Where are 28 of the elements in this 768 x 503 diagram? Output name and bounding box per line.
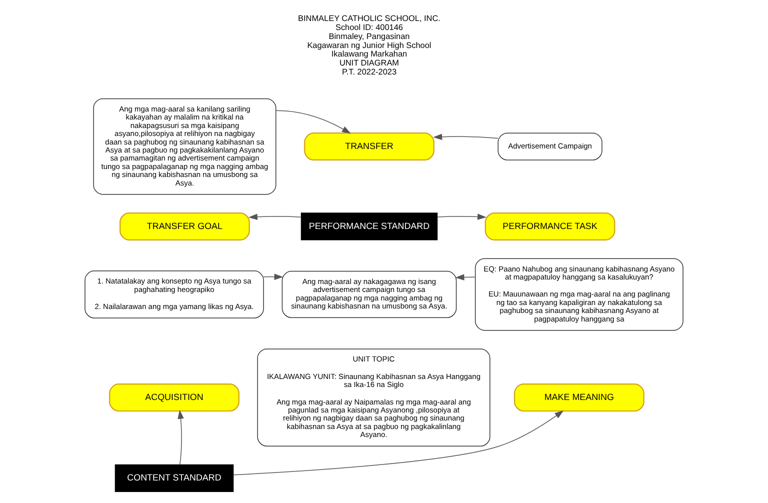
- label: Kagawaran ng Junior High School: [307, 40, 432, 50]
- arrow: [263, 274, 284, 280]
- node-box: PERFORMANCE TASK: [484, 212, 616, 240]
- arrow: [233, 410, 564, 476]
- label: BINMALEY CATHOLIC SCHOOL, INC.: [298, 14, 440, 23]
- arrow: [178, 410, 184, 465]
- node-box: 1. Natatalakay ang konsepto ng Asya tungo sa paghahating heograpiko 2. Nailalarawan ang mga yamang likas ng Asya.: [84, 270, 264, 318]
- label: P.T. 2022-2023: [342, 68, 397, 77]
- label: Ikalawang Markahan: [331, 50, 408, 59]
- label: Binmaley, Pangasinan: [328, 32, 410, 41]
- node-box: MAKE MEANING: [514, 384, 644, 412]
- arrow: [276, 110, 351, 134]
- node-box: Ang mga mag-aaral sa kanilang sariling kakayahan ay malalim na kritikal na nakapagsusuri sa mga kaisipang asyano,pilosopiya at relihiyon na nagbigay daan sa paghubog ng sinaunang kabihasnan sa Asya at sa pagbuo ng pagkakakilanlang Asyano sa pamamagitan ng advertisement campaign tungo sa pagpapalaganap ng mga nagging ambag ng sinaunang kabishasnan na umusbong sa Asya.: [93, 98, 276, 195]
- arrow: [437, 214, 486, 220]
- node-box: UNIT TOPIC IKALAWANG YUNIT: Sinaunang Kabihasnan sa Asya Hanggang sa Ika-16 na Siglo Ang mga mag-aaral ay Naipamalas ng mga mag-aaral ang pagunlad sa mga kaisipang Asyanong ,pilosopiya at relihiyon ng nagbigay daan sa paghubog ng sinaunang kabihasnan sa Asya at sa pagbuo ng pagkakalinlang Asyano.: [257, 348, 490, 446]
- node-box: Ang mag-aaral ay nakagagawa ng isang advertisement campaign tungo sa pagpapalaganap ng mga nagging ambag ng sinaunang kabishasnan na umusbong sa Asya.: [282, 270, 457, 318]
- node-box: Advertisement Campaign: [498, 132, 602, 160]
- node-box: TRANSFER GOAL: [120, 212, 250, 240]
- node-box: TRANSFER: [304, 132, 434, 161]
- arrow: [455, 274, 476, 280]
- arrow: [433, 134, 498, 140]
- label: School ID: 400146: [335, 22, 403, 32]
- label: UNIT DIAGRAM: [339, 58, 400, 68]
- node-box: CONTENT STANDARD: [114, 464, 234, 492]
- arrow: [248, 214, 302, 220]
- node-box: PERFORMANCE STANDARD: [300, 212, 438, 240]
- node-box: EQ: Paano Nahubog ang sinaunang kabihasnang Asyano at magpapatuloy hanggang sa kasalukuyan? EU: Mauunawaan ng mga mag-aaral na ang paglinang ng tao sa kanyang kapaligiran ay nakakatulong sa paghubog sa sinaunang kabihasnang Asyano at pagpapatuloy hanggang sa: [474, 258, 684, 331]
- node-box: ACQUISITION: [109, 384, 240, 412]
